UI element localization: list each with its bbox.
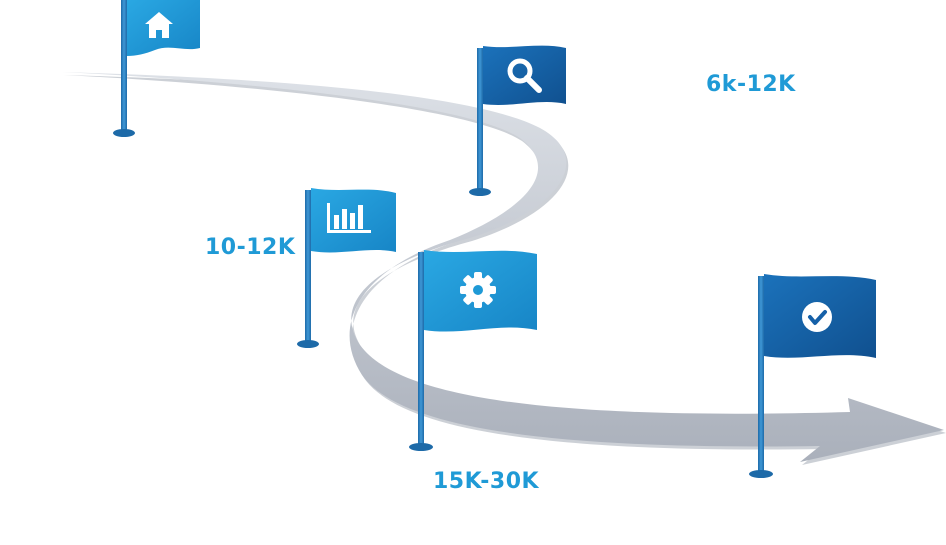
- flag-base: [297, 340, 319, 348]
- flag-search: [469, 45, 566, 196]
- flag-pole: [418, 252, 424, 446]
- checkmark-icon: [802, 302, 832, 332]
- flag-checkmark: [749, 274, 876, 478]
- salary-label-top-right: 6k-12K: [706, 72, 796, 97]
- winding-road-arrow: [62, 72, 946, 465]
- flag-home: [113, 0, 200, 137]
- flag-base: [469, 188, 491, 196]
- salary-label-middle-left: 10-12K: [205, 235, 296, 260]
- salary-label-bottom-center: 15K-30K: [433, 469, 540, 494]
- flag-base: [749, 470, 773, 478]
- flag-pole: [121, 0, 127, 132]
- home-icon: [145, 12, 173, 38]
- bar-chart-icon: [327, 203, 371, 233]
- flag-pole: [305, 190, 311, 342]
- flag-pole: [477, 48, 483, 190]
- search-icon: [507, 58, 542, 93]
- flag-bar-chart: [297, 188, 396, 348]
- flag-gear: [409, 250, 537, 451]
- gear-icon: [460, 272, 496, 308]
- flag-base: [409, 443, 433, 451]
- road-body: [62, 72, 944, 462]
- flag-pole: [758, 276, 764, 472]
- flag-base: [113, 129, 135, 137]
- flag-cloth: [483, 45, 566, 105]
